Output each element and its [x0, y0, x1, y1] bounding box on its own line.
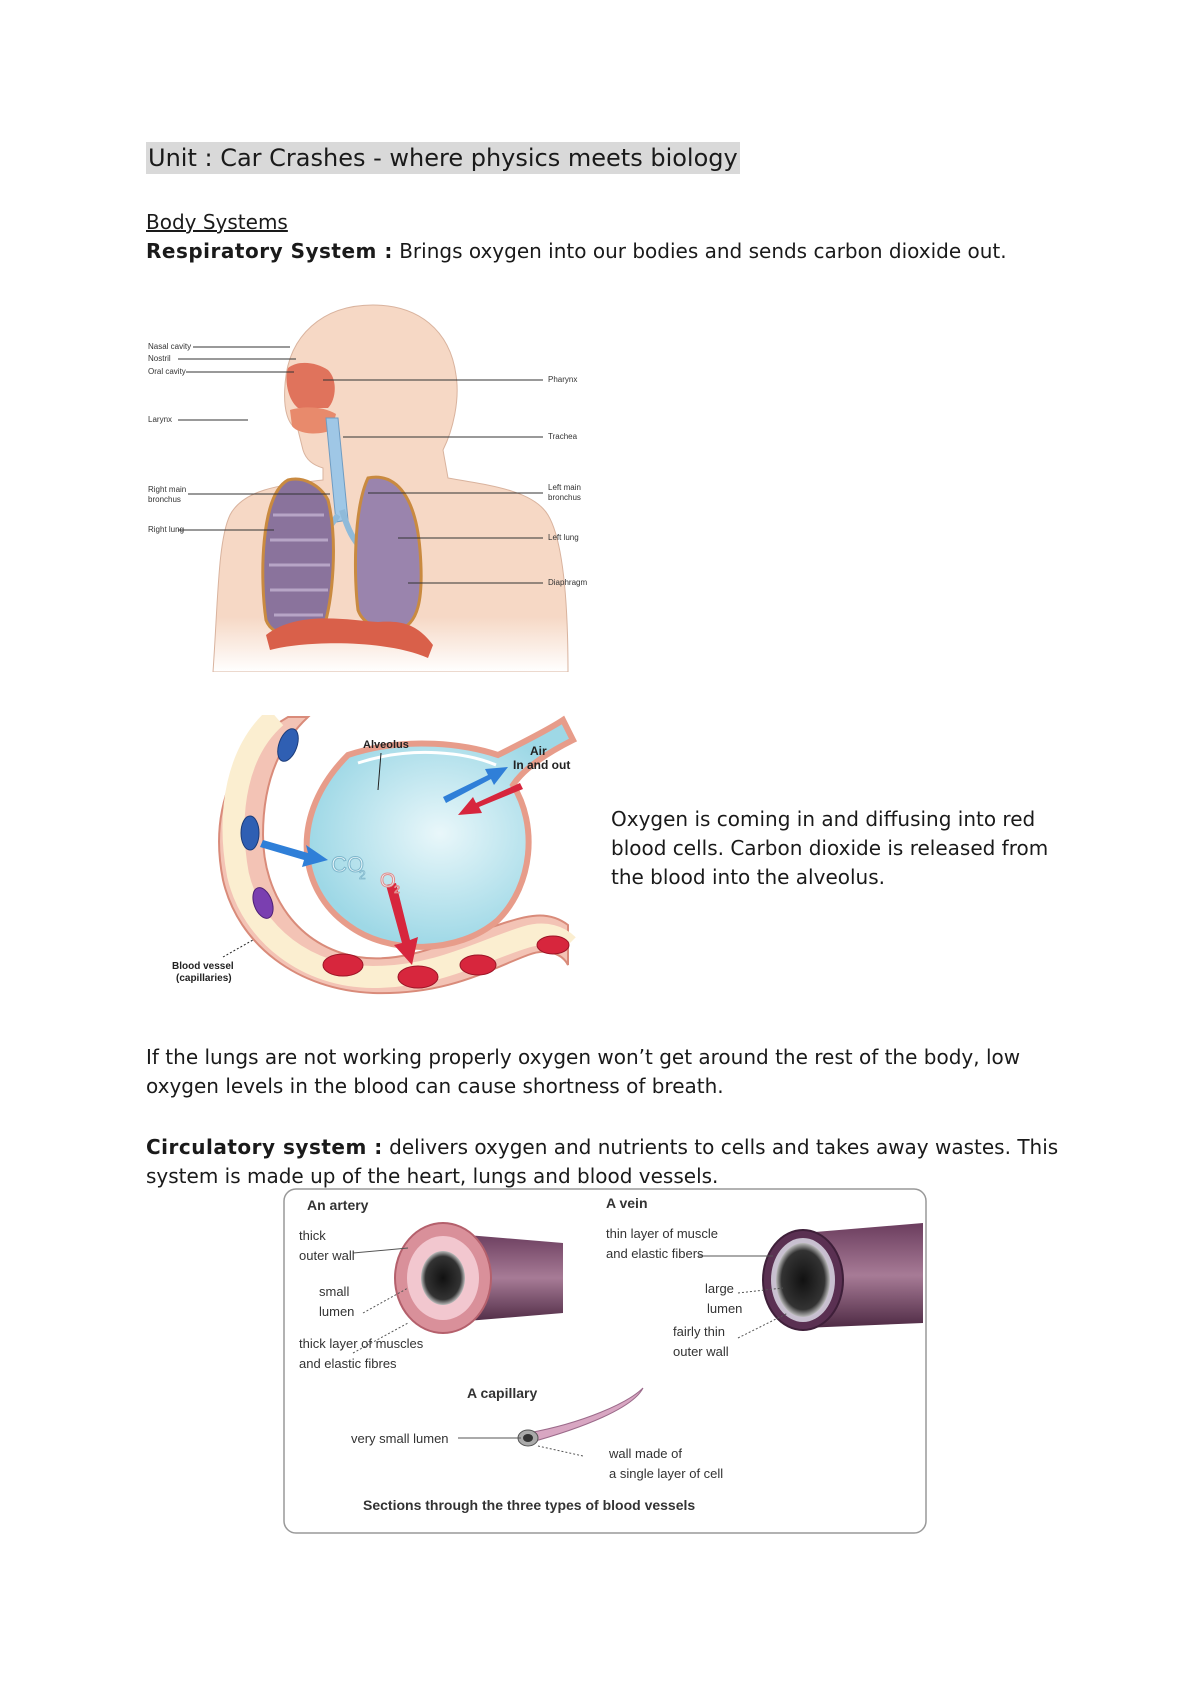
respiratory-system-diagram: Nasal cavity Nostril Oral cavity Larynx … [148, 304, 587, 672]
label-nostril: Nostril [148, 354, 171, 363]
blood-vessel-label: Blood vessel [172, 961, 234, 972]
label-diaphragm: Diaphragm [548, 578, 587, 587]
vein-fairly-thin-label: fairly thin [673, 1324, 725, 1339]
circulatory-text: delivers oxygen and nutrients to cells a… [146, 1135, 1059, 1188]
respiratory-paragraph: Respiratory System : Brings oxygen into … [146, 237, 1076, 266]
alveolus-label: Alveolus [363, 739, 409, 751]
label-left-bronchus: bronchus [548, 493, 581, 502]
lungs-paragraph: If the lungs are not working properly ox… [146, 1045, 1021, 1098]
artery-muscle-label: thick layer of muscles [299, 1336, 424, 1351]
capillary-title: A capillary [467, 1385, 538, 1401]
air-in-out-label: In and out [513, 758, 570, 772]
vessels-caption: Sections through the three types of bloo… [363, 1497, 695, 1513]
capillary-single-layer-label: a single layer of cell [609, 1466, 723, 1481]
vein-lumen-label: lumen [707, 1301, 742, 1316]
vein-outer-wall-label: outer wall [673, 1344, 729, 1359]
capillary-lumen-label: very small lumen [351, 1431, 449, 1446]
label-larynx: Larynx [148, 415, 172, 424]
co2-subscript: 2 [359, 868, 366, 882]
label-right-lung: Right lung [148, 525, 184, 534]
o2-label: O [380, 870, 396, 892]
circulatory-heading: Circulatory system : [146, 1135, 383, 1159]
vein-muscle-label: thin layer of muscle [606, 1226, 718, 1241]
document-title: Unit : Car Crashes - where physics meets… [146, 142, 740, 174]
label-oral-cavity: Oral cavity [148, 367, 186, 376]
label-right-main: Right main [148, 485, 186, 494]
vein-title: A vein [606, 1195, 648, 1211]
alveolus-diagram: Alveolus Air In and out CO 2 O 2 Blood v… [172, 715, 578, 995]
section-subheading: Body Systems [146, 210, 288, 234]
blood-vessels-diagram: An artery thick outer wall small lumen t… [283, 1188, 927, 1534]
respiratory-text: Brings oxygen into our bodies and sends … [399, 239, 1007, 263]
vein-fibers-label: and elastic fibers [606, 1246, 704, 1261]
artery-lumen-label: lumen [319, 1304, 354, 1319]
alveolus-caption: Oxygen is coming in and diffusing into r… [611, 807, 1049, 889]
capillaries-label: (capillaries) [176, 973, 232, 984]
co2-label: CO [331, 852, 364, 877]
vein-large-label: large [705, 1281, 734, 1296]
label-trachea: Trachea [548, 432, 578, 441]
capillary-wall-label: wall made of [608, 1446, 682, 1461]
artery-outer-wall-label: outer wall [299, 1248, 355, 1263]
artery-fibres-label: and elastic fibres [299, 1356, 397, 1371]
air-label: Air [530, 744, 547, 758]
artery-title: An artery [307, 1197, 369, 1213]
respiratory-heading: Respiratory System : [146, 239, 393, 263]
label-right-bronchus: bronchus [148, 495, 181, 504]
label-nasal-cavity: Nasal cavity [148, 342, 191, 351]
artery-thick-label: thick [299, 1228, 326, 1243]
circulatory-paragraph: Circulatory system : delivers oxygen and… [146, 1133, 1076, 1191]
artery-small-label: small [319, 1284, 349, 1299]
label-left-lung: Left lung [548, 533, 579, 542]
o2-subscript: 2 [394, 884, 400, 896]
label-pharynx: Pharynx [548, 375, 577, 384]
label-left-main: Left main [548, 483, 581, 492]
